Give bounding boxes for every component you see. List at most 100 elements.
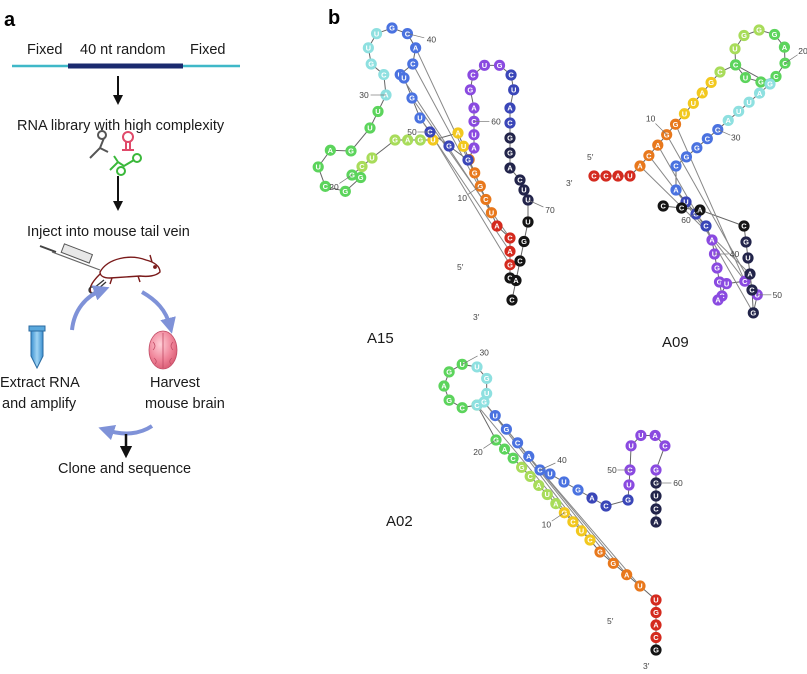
A02-position-number: 50	[607, 465, 617, 475]
A09-nucleotide	[764, 78, 776, 90]
A02-nucleotide	[649, 429, 661, 442]
A09-nucleotide-letter: G	[741, 31, 747, 40]
A15-nucleotide	[505, 69, 517, 81]
A09-nucleotide	[680, 151, 693, 163]
A02-nucleotide	[500, 423, 512, 435]
A02-nucleotide-letter: U	[547, 470, 552, 479]
A09-nucleotide-letter: G	[758, 78, 764, 87]
cycle-arrow-back	[98, 424, 154, 441]
A02-nucleotide-letter: G	[484, 374, 490, 383]
A02-nucleotide	[650, 619, 662, 631]
A15-nucleotide-letter: C	[381, 70, 387, 79]
A09-nucleotide-letter: C	[719, 292, 725, 301]
A15-nucleotide-letter: G	[392, 136, 398, 145]
A09-nucleotide-letter: A	[726, 116, 732, 125]
A02-nucleotide-letter: C	[662, 442, 668, 451]
A02-nucleotide-letter: C	[627, 466, 633, 475]
A15-label: A15	[367, 330, 394, 347]
A09-position-number: 60	[681, 215, 691, 225]
A15-nucleotide	[467, 69, 479, 81]
A15-nucleotide	[514, 255, 526, 267]
A15-position-number: 20	[329, 182, 339, 192]
A02-nucleotide-letter: G	[653, 608, 659, 617]
A15-nucleotide	[510, 274, 522, 287]
A09-nucleotide	[733, 105, 745, 117]
A09-position-number: 10	[646, 114, 656, 124]
A02-number-tick	[551, 512, 565, 522]
A15-nucleotide-letter: G	[521, 237, 527, 246]
A09-nucleotide-letter: C	[733, 61, 739, 70]
A09-nucleotide	[691, 142, 703, 154]
random-region-label: 40 nt random	[80, 42, 165, 58]
A15-nucleotide-letter: U	[375, 107, 380, 116]
A15-nucleotide	[478, 59, 491, 71]
A09-nucleotide	[669, 118, 682, 130]
fixed-left-label: Fixed	[27, 42, 62, 58]
A15-nucleotide-letter: U	[374, 29, 379, 38]
A09-nucleotide	[720, 278, 733, 290]
A15-nucleotide-letter: A	[507, 247, 513, 256]
A09-nucleotide	[747, 307, 759, 319]
A09-nucleotide-letter: U	[745, 254, 750, 263]
A15-nucleotide-letter: C	[359, 162, 365, 171]
A02-nucleotide	[650, 516, 662, 528]
A09-nucleotide	[742, 252, 754, 264]
A15-nucleotide	[414, 112, 426, 124]
A02-nucleotide	[438, 380, 450, 392]
A15-nucleotide	[364, 122, 376, 134]
A09-nucleotide-letter: A	[615, 172, 621, 181]
A15-nucleotide	[356, 160, 368, 173]
A09-nucleotide-letter: U	[691, 99, 696, 108]
A15-nucleotide	[506, 294, 518, 306]
A02-nucleotide	[523, 450, 535, 462]
A15-nucleotide	[370, 28, 383, 40]
A09-base-pair	[666, 134, 758, 296]
A15-nucleotide	[462, 154, 474, 166]
A09-nucleotide	[700, 220, 712, 232]
A02-nucleotide	[533, 479, 545, 492]
A02-nucleotide	[650, 644, 662, 656]
A09-nucleotide-letter: C	[673, 162, 679, 171]
extract-label-line1: Extract RNA	[0, 375, 80, 391]
A02-nucleotide-letter: U	[579, 527, 584, 536]
A09-nucleotide	[770, 70, 782, 83]
A02-nucleotide-letter: G	[653, 646, 659, 655]
A15-nucleotide	[406, 92, 418, 104]
A09-nucleotide	[740, 236, 752, 248]
A02-nucleotide	[489, 410, 501, 422]
A15-nucleotide-letter: C	[323, 182, 329, 191]
A09-nucleotide	[612, 170, 624, 182]
A02-nucleotide-letter: A	[553, 499, 559, 508]
cycle-arrow-down	[140, 290, 176, 334]
A15-nucleotide-letter: U	[511, 86, 516, 95]
A09-nucleotide-letter: U	[683, 198, 688, 207]
A09-number-tick	[655, 123, 667, 135]
A02-nucleotide	[544, 468, 556, 480]
A15-nucleotide-letter: C	[507, 274, 513, 283]
extract-label-line2: and amplify	[2, 396, 77, 412]
A15-three-prime: 3′	[473, 312, 480, 322]
A02-nucleotide-letter: G	[446, 368, 452, 377]
A02-nucleotide-letter: G	[625, 496, 631, 505]
A02-number-tick	[483, 439, 497, 449]
A02-nucleotide	[498, 443, 511, 455]
A02-nucleotide	[659, 440, 671, 452]
A15-nucleotide	[468, 129, 480, 141]
A09-nucleotide-letter: G	[750, 309, 756, 318]
A15-nucleotide-letter: U	[401, 74, 406, 83]
A09-nucleotide	[711, 262, 723, 274]
A09-nucleotide	[738, 29, 750, 42]
A15-nucleotide	[386, 22, 398, 34]
A15-nucleotide-letter: C	[507, 119, 513, 128]
A15-nucleotide	[514, 174, 526, 186]
A09-nucleotide	[624, 170, 636, 182]
A15-nucleotide-letter: U	[471, 130, 476, 139]
A09-nucleotide	[743, 96, 755, 108]
A09-nucleotide-letter: C	[705, 134, 711, 143]
A15-nucleotide	[504, 132, 516, 144]
A15-nucleotide-letter: U	[417, 114, 422, 123]
A15-nucleotide	[504, 102, 516, 114]
A15-nucleotide-letter: G	[497, 61, 503, 70]
A15-nucleotide-letter: U	[521, 186, 526, 195]
library-label: RNA library with high complexity	[17, 118, 225, 134]
